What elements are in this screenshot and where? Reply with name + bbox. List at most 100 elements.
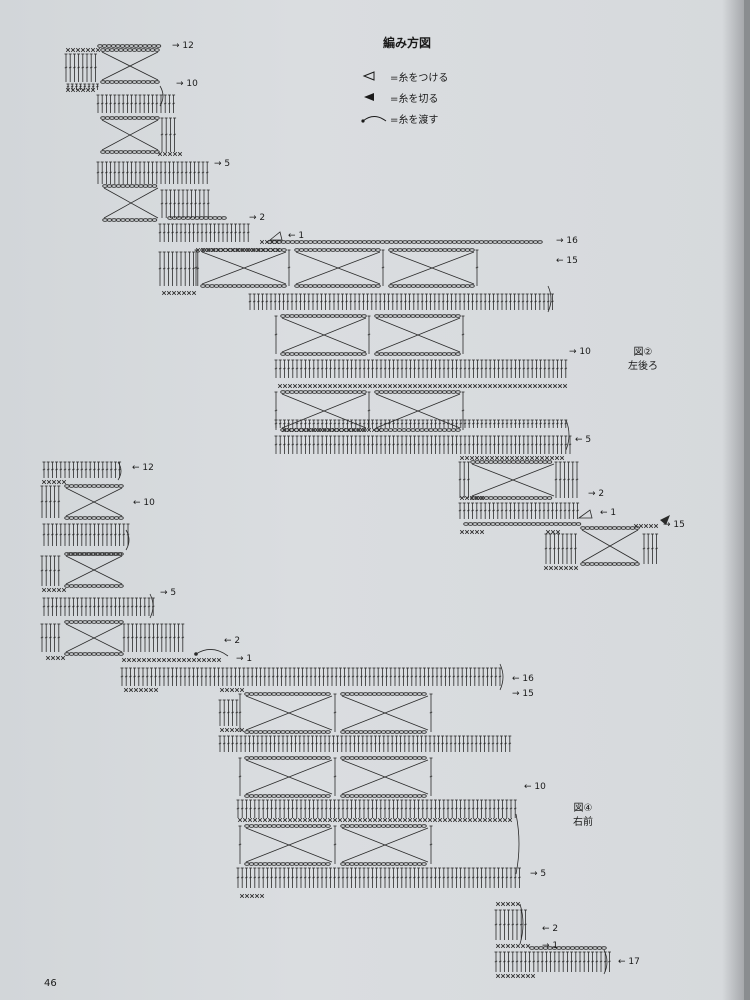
chain-stitch — [414, 390, 421, 394]
chain-stitch — [248, 692, 255, 696]
single-crochet-stitch — [514, 455, 520, 461]
row-label: → 5 — [160, 588, 177, 598]
double-crochet-stitch — [306, 742, 310, 745]
chain-stitch — [361, 314, 367, 318]
chain-stitch — [86, 552, 93, 556]
chain-stitch — [311, 730, 318, 734]
double-crochet-stitch — [204, 675, 208, 678]
chain-stitch — [275, 730, 282, 734]
single-crochet-stitch — [495, 901, 501, 907]
double-crochet-stitch — [535, 422, 538, 425]
double-crochet-stitch — [535, 443, 538, 446]
single-crochet-stitch — [479, 455, 485, 461]
chain-stitch — [488, 496, 494, 500]
double-crochet-stitch — [574, 547, 577, 550]
single-crochet-stitch — [505, 973, 511, 979]
double-crochet-stitch — [198, 202, 202, 205]
double-crochet-stitch — [360, 675, 363, 678]
chain-stitch — [361, 390, 367, 394]
double-crochet-stitch — [294, 300, 298, 303]
double-crochet-stitch — [524, 923, 527, 926]
chain-stitch — [380, 862, 387, 866]
double-crochet-stitch — [204, 231, 208, 234]
chain-stitch — [244, 824, 250, 828]
double-crochet-stitch — [438, 443, 442, 446]
double-crochet-stitch — [329, 807, 332, 810]
chain-stitch — [275, 692, 282, 696]
single-crochet-stitch — [70, 87, 76, 93]
single-crochet-stitch — [545, 529, 551, 535]
double-crochet-stitch — [303, 807, 307, 810]
chain-stitch — [421, 824, 427, 828]
chain-stitch — [302, 824, 309, 828]
double-crochet-stitch — [475, 509, 479, 512]
chain-stitch — [414, 314, 421, 318]
double-crochet-stitch — [171, 267, 174, 270]
double-crochet-stitch — [309, 675, 313, 678]
single-crochet-stitch — [156, 657, 162, 663]
chain-stitch — [294, 240, 300, 244]
double-crochet-stitch — [488, 300, 491, 303]
cross-chain — [245, 759, 333, 795]
double-crochet-stitch — [96, 102, 100, 105]
double-crochet-stitch — [134, 171, 138, 174]
chain-stitch — [284, 692, 291, 696]
chain-stitch — [151, 218, 158, 222]
figure-right-front-chart — [40, 461, 611, 979]
single-crochet-stitch — [479, 495, 485, 501]
chain-stitch — [100, 484, 106, 488]
figure-name: 右前 — [573, 817, 593, 828]
single-crochet-stitch — [474, 529, 480, 535]
double-crochet-stitch — [100, 171, 104, 174]
chain-stitch — [68, 620, 75, 624]
double-crochet-stitch — [118, 605, 121, 608]
double-crochet-stitch — [517, 300, 521, 303]
chain-stitch — [361, 240, 368, 244]
chain-stitch — [253, 692, 259, 696]
chain-stitch — [271, 824, 277, 828]
double-crochet-stitch — [379, 422, 383, 425]
double-crochet-stitch — [109, 605, 113, 608]
single-crochet-stitch — [544, 455, 550, 461]
chain-stitch — [410, 248, 417, 252]
double-crochet-stitch — [126, 605, 130, 608]
chain-stitch — [523, 240, 530, 244]
chain-stitch — [387, 428, 394, 432]
chain-stitch — [325, 730, 331, 734]
chain-stitch — [109, 484, 115, 488]
chain-stitch — [280, 862, 286, 866]
chain-stitch — [394, 692, 400, 696]
cross-chain — [341, 695, 429, 731]
single-crochet-stitch — [497, 817, 503, 823]
double-crochet-stitch — [514, 443, 517, 446]
double-crochet-stitch — [323, 742, 327, 745]
double-crochet-stitch — [458, 300, 462, 303]
double-crochet-stitch — [496, 300, 500, 303]
single-crochet-stitch — [224, 687, 230, 693]
double-crochet-stitch — [367, 409, 371, 412]
chain-stitch — [542, 496, 548, 500]
chain-stitch — [271, 692, 277, 696]
chain-stitch — [530, 522, 537, 526]
chain-stitch — [77, 516, 84, 520]
chain-stitch — [338, 352, 345, 356]
chain-stitch — [325, 794, 331, 798]
single-crochet-stitch — [296, 427, 302, 433]
chain-stitch — [392, 248, 399, 252]
double-crochet-stitch — [301, 675, 304, 678]
chain-stitch — [320, 352, 327, 356]
chain-stitch — [257, 862, 264, 866]
double-crochet-stitch — [450, 876, 454, 879]
chain-stitch — [245, 284, 251, 288]
double-crochet-stitch — [230, 231, 233, 234]
double-crochet-stitch — [530, 443, 534, 446]
chain-stitch — [213, 284, 220, 288]
double-crochet-stitch — [383, 807, 387, 810]
chain-stitch — [593, 526, 600, 530]
chain-stitch — [254, 248, 260, 252]
double-crochet-stitch — [315, 300, 319, 303]
chain-stitch — [263, 284, 269, 288]
legend-label: =糸をつける — [390, 72, 449, 84]
double-crochet-stitch — [122, 636, 126, 639]
chain-stitch — [383, 352, 389, 356]
